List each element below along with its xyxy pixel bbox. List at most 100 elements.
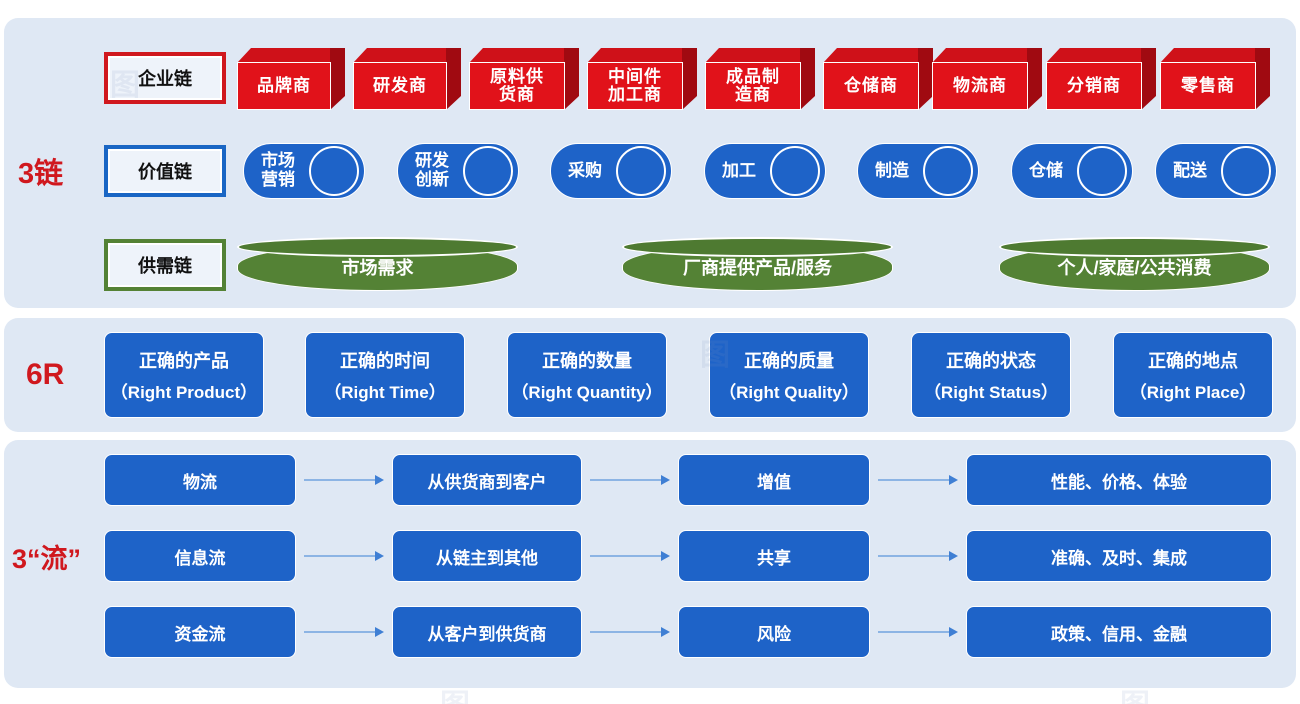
six-r-card[interactable]: 正确的地点 （Right Place） — [1113, 332, 1273, 418]
enterprise-node-label: 品牌商 — [237, 62, 331, 110]
cube-side-face — [918, 48, 933, 110]
arrow-shaft — [590, 555, 663, 557]
flow-attributes[interactable]: 准确、及时、集成 — [966, 530, 1272, 582]
enterprise-node-label: 研发商 — [353, 62, 447, 110]
supply-demand-node-label: 个人/家庭/公共消费 — [1057, 258, 1212, 278]
value-node[interactable]: 制造 — [857, 143, 979, 199]
enterprise-node-label: 原料供货商 — [469, 62, 565, 110]
cylinder-cap — [616, 146, 666, 196]
cube-side-face — [682, 48, 697, 110]
cube-top-face — [237, 48, 345, 63]
cylinder-cap — [1077, 146, 1127, 196]
drum-lid — [622, 237, 893, 257]
enterprise-node[interactable]: 物流商 — [932, 48, 1042, 110]
six-r-card[interactable]: 正确的时间 （Right Time） — [305, 332, 465, 418]
cylinder-cap — [463, 146, 513, 196]
supply-demand-node[interactable]: 个人/家庭/公共消费 — [999, 237, 1270, 291]
enterprise-node[interactable]: 零售商 — [1160, 48, 1270, 110]
enterprise-node-label: 成品制造商 — [705, 62, 801, 110]
supply-demand-node-label: 市场需求 — [341, 258, 414, 278]
six-r-card-en: （Right Quantity） — [511, 383, 663, 402]
value-node[interactable]: 市场营销 — [243, 143, 365, 199]
six-r-card[interactable]: 正确的质量 （Right Quality） — [709, 332, 869, 418]
drum-lid — [999, 237, 1270, 257]
six-r-card-en: （Right Place） — [1129, 383, 1257, 402]
arrow-shaft — [304, 555, 377, 557]
cylinder-cap — [923, 146, 973, 196]
cube-top-face — [932, 48, 1042, 63]
cube-top-face — [587, 48, 697, 63]
cube-side-face — [1141, 48, 1156, 110]
six-r-card-cn: 正确的状态 — [946, 351, 1036, 371]
cube-top-face — [823, 48, 933, 63]
flow-name[interactable]: 信息流 — [104, 530, 296, 582]
enterprise-node[interactable]: 研发商 — [353, 48, 461, 110]
flow-arrow — [304, 475, 384, 485]
arrow-head-icon — [661, 551, 670, 561]
flow-attributes[interactable]: 性能、价格、体验 — [966, 454, 1272, 506]
flow-name[interactable]: 物流 — [104, 454, 296, 506]
arrow-shaft — [304, 479, 377, 481]
value-node-label: 市场营销 — [261, 151, 295, 189]
six-r-card[interactable]: 正确的产品 （Right Product） — [104, 332, 264, 418]
value-node-label: 加工 — [722, 160, 756, 180]
enterprise-node[interactable]: 品牌商 — [237, 48, 345, 110]
flow-effect[interactable]: 增值 — [678, 454, 870, 506]
six-r-card[interactable]: 正确的数量 （Right Quantity） — [507, 332, 667, 418]
flow-effect[interactable]: 共享 — [678, 530, 870, 582]
six-r-card-cn: 正确的数量 — [542, 351, 632, 371]
flow-attributes[interactable]: 政策、信用、金融 — [966, 606, 1272, 658]
arrow-shaft — [878, 479, 951, 481]
flow-arrow — [590, 551, 670, 561]
value-node[interactable]: 加工 — [704, 143, 826, 199]
arrow-head-icon — [661, 475, 670, 485]
six-r-card-en: （Right Product） — [110, 383, 258, 402]
flow-effect[interactable]: 风险 — [678, 606, 870, 658]
flow-arrow — [878, 475, 958, 485]
chain-name-value[interactable]: 价值链 — [104, 145, 226, 197]
arrow-head-icon — [375, 475, 384, 485]
cube-side-face — [564, 48, 579, 110]
section-label-three-chains: 3链 — [18, 158, 64, 190]
enterprise-node-label: 中间件加工商 — [587, 62, 683, 110]
enterprise-node[interactable]: 中间件加工商 — [587, 48, 697, 110]
value-node[interactable]: 仓储 — [1011, 143, 1133, 199]
enterprise-node[interactable]: 成品制造商 — [705, 48, 815, 110]
flow-name[interactable]: 资金流 — [104, 606, 296, 658]
cube-side-face — [1027, 48, 1042, 110]
flow-source[interactable]: 从客户到供货商 — [392, 606, 582, 658]
value-node-label: 制造 — [875, 160, 909, 180]
cylinder-cap — [770, 146, 820, 196]
value-node[interactable]: 采购 — [550, 143, 672, 199]
section-label-three-flows: 3“流” — [12, 544, 82, 574]
supply-demand-node[interactable]: 市场需求 — [237, 237, 518, 291]
six-r-card-cn: 正确的质量 — [744, 351, 834, 371]
six-r-card-cn: 正确的产品 — [139, 351, 229, 371]
enterprise-node[interactable]: 分销商 — [1046, 48, 1156, 110]
cube-side-face — [1255, 48, 1270, 110]
supply-demand-node[interactable]: 厂商提供产品/服务 — [622, 237, 893, 291]
flow-source[interactable]: 从供货商到客户 — [392, 454, 582, 506]
six-r-card-en: （Right Time） — [324, 383, 446, 402]
six-r-card-cn: 正确的地点 — [1148, 351, 1238, 371]
flow-source[interactable]: 从链主到其他 — [392, 530, 582, 582]
value-node[interactable]: 研发创新 — [397, 143, 519, 199]
arrow-shaft — [590, 631, 663, 633]
chain-name-supply[interactable]: 供需链 — [104, 239, 226, 291]
value-node[interactable]: 配送 — [1155, 143, 1277, 199]
cube-side-face — [330, 48, 345, 110]
enterprise-node-label: 物流商 — [932, 62, 1028, 110]
flow-arrow — [304, 627, 384, 637]
chain-name-enterprise[interactable]: 企业链 — [104, 52, 226, 104]
arrow-shaft — [878, 555, 951, 557]
arrow-shaft — [304, 631, 377, 633]
enterprise-node[interactable]: 仓储商 — [823, 48, 933, 110]
cylinder-cap — [1221, 146, 1271, 196]
cube-side-face — [800, 48, 815, 110]
enterprise-node[interactable]: 原料供货商 — [469, 48, 579, 110]
six-r-card-en: （Right Status） — [923, 383, 1059, 402]
cube-top-face — [1046, 48, 1156, 63]
flow-arrow — [304, 551, 384, 561]
flow-arrow — [590, 475, 670, 485]
six-r-card[interactable]: 正确的状态 （Right Status） — [911, 332, 1071, 418]
